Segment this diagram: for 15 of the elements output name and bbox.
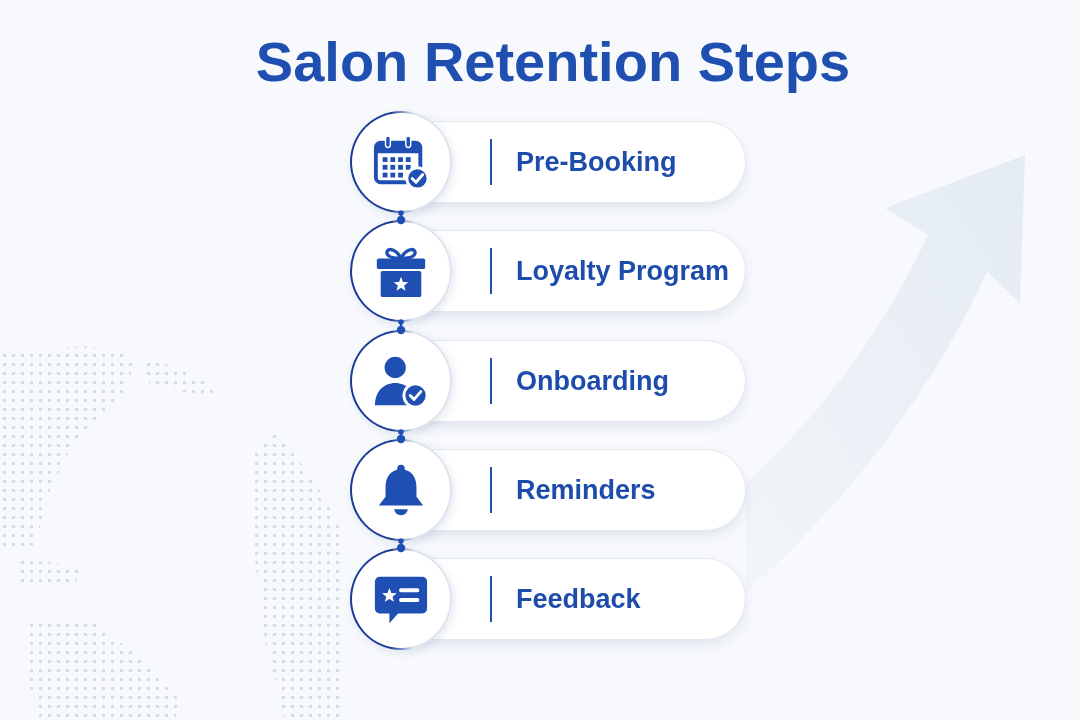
connector-line: [396, 319, 406, 335]
step-card: [350, 330, 746, 432]
step-label: Reminders: [516, 474, 656, 506]
step-card: [350, 220, 746, 322]
step-card: [350, 548, 746, 650]
step-card: [350, 439, 746, 541]
connector-line: [396, 429, 406, 444]
connector-line: [396, 538, 406, 553]
title: Salon Retention Steps: [255, 30, 851, 94]
step-label: Onboarding: [516, 365, 669, 397]
step-label: Pre-Booking: [516, 146, 677, 178]
connector-line: [396, 210, 406, 225]
step-card: [350, 111, 746, 213]
step-label: Loyalty Program: [516, 255, 730, 287]
step-label: Feedback: [516, 583, 641, 615]
